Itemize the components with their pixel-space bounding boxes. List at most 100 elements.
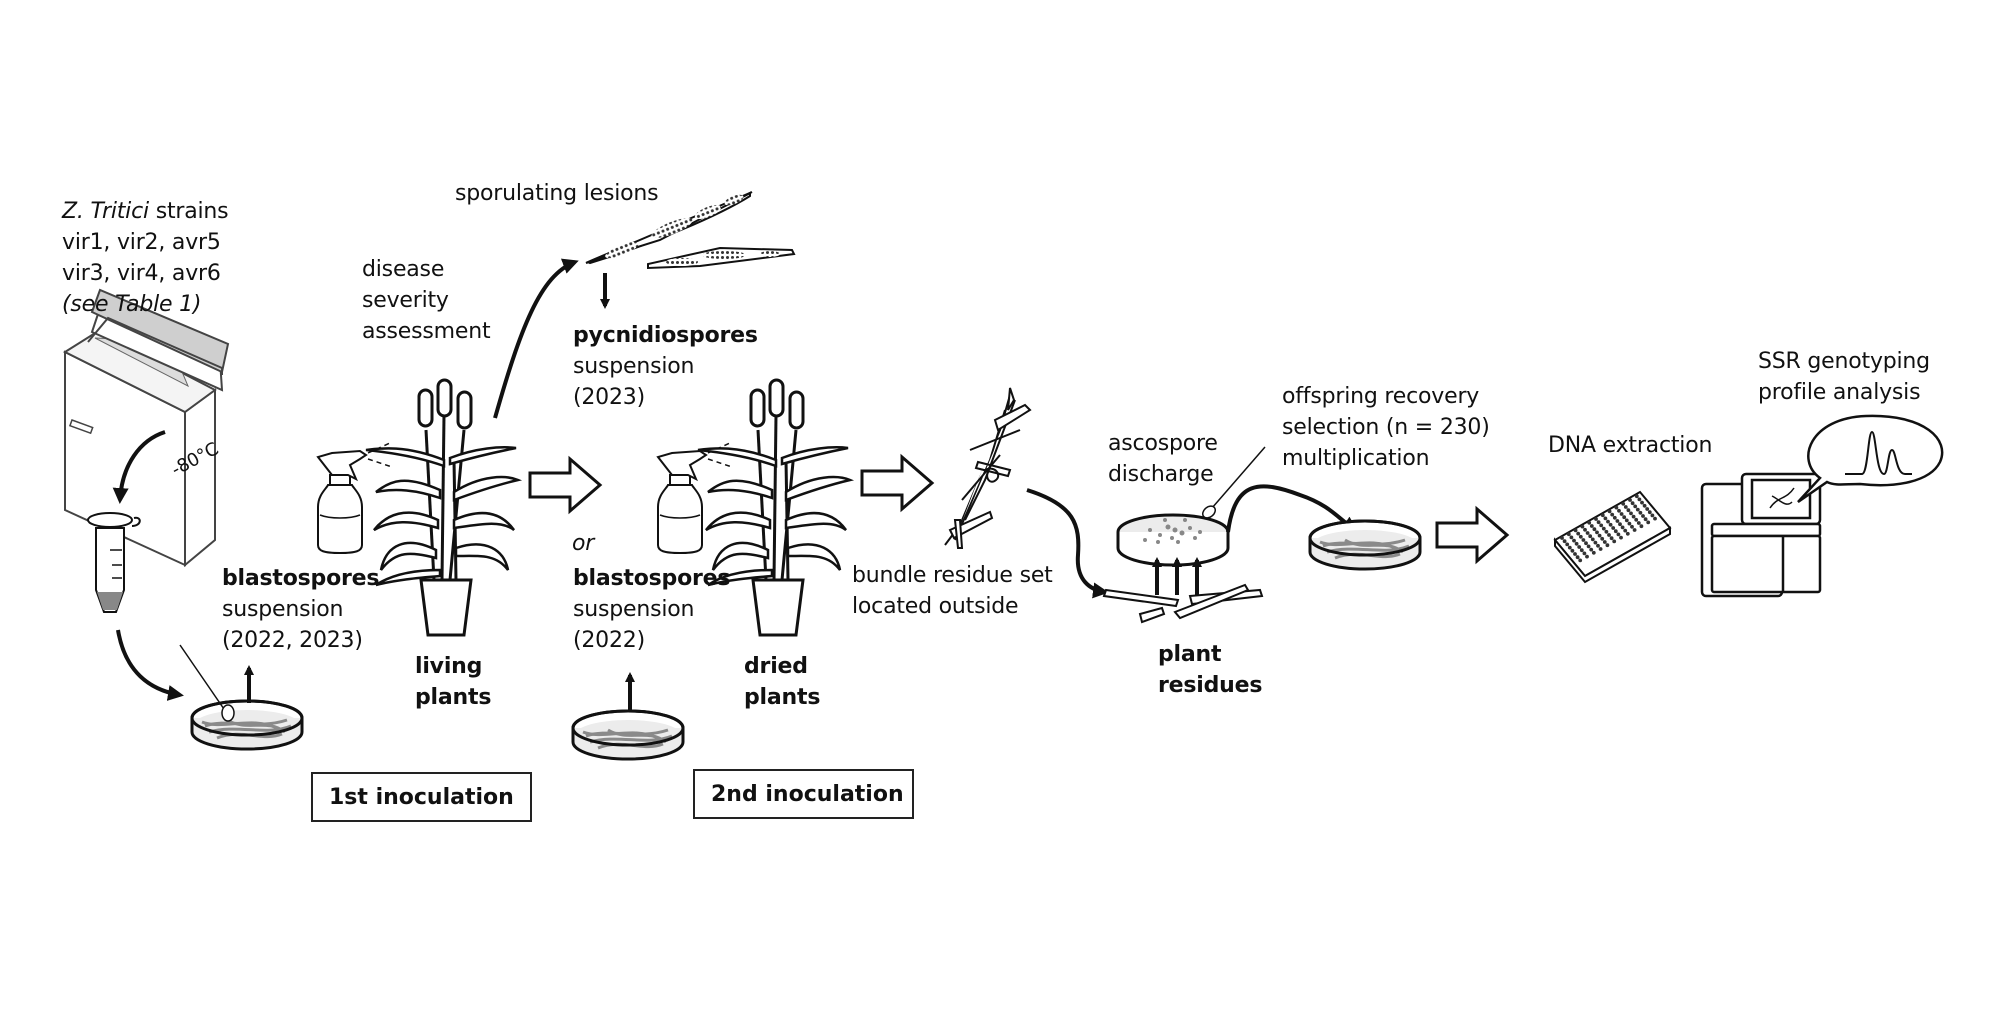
wheat-plant-icon — [364, 378, 520, 637]
inoculation-loop-icon — [179, 644, 227, 713]
blastospores-1-label: blastospores suspension (2022, 2023) — [222, 566, 380, 653]
well — [1584, 541, 1588, 546]
well — [1619, 512, 1624, 516]
well — [1626, 508, 1631, 513]
well — [1635, 507, 1640, 512]
well — [1578, 558, 1583, 563]
residue-bundle-icon — [944, 387, 1032, 549]
well — [1636, 521, 1641, 525]
well — [1590, 537, 1595, 542]
disease-assessment-label: disease severity assessment — [362, 257, 491, 344]
well — [1577, 545, 1582, 549]
plant-to-lesions-arrow — [493, 258, 579, 419]
well — [1623, 505, 1628, 509]
well — [1645, 507, 1650, 511]
well — [1609, 536, 1614, 541]
well — [1618, 522, 1622, 527]
well — [1576, 531, 1581, 536]
well — [1566, 532, 1571, 537]
well — [1603, 516, 1608, 521]
well — [1589, 524, 1594, 528]
well — [1604, 529, 1609, 534]
well — [1610, 512, 1615, 517]
well — [1615, 519, 1620, 523]
well — [1634, 517, 1639, 522]
spray-bottle-icon — [317, 442, 393, 554]
well — [1617, 508, 1621, 513]
well — [1614, 505, 1619, 510]
ascospore-petri-icon — [1116, 513, 1230, 567]
well — [1567, 545, 1572, 550]
well — [1596, 520, 1601, 525]
well — [1621, 501, 1626, 506]
well — [1569, 535, 1574, 540]
inoculation-loop-icon — [1211, 446, 1266, 509]
well — [1638, 510, 1643, 515]
well — [1562, 539, 1567, 544]
block-arrow-icon — [528, 457, 602, 513]
ascospore-discharge-label: ascospore discharge — [1108, 431, 1218, 487]
well — [1612, 539, 1617, 544]
sequencer-icon — [1700, 472, 1822, 598]
well — [1597, 533, 1602, 538]
spray-bottle-icon — [657, 442, 733, 554]
well — [1605, 543, 1610, 548]
well — [1650, 513, 1655, 518]
well — [1580, 524, 1585, 529]
ssr-genotyping-label: SSR genotyping profile analysis — [1758, 349, 1930, 405]
well — [1632, 528, 1637, 532]
tube-icon — [87, 512, 141, 613]
well — [1585, 531, 1590, 535]
well — [1598, 547, 1603, 551]
well — [1594, 517, 1598, 521]
well — [1630, 524, 1634, 529]
well — [1640, 500, 1644, 505]
bundle-to-residues-arrow — [1026, 488, 1109, 599]
well — [1589, 547, 1594, 552]
chromatogram-icon — [1797, 414, 1944, 504]
well — [1637, 497, 1642, 502]
tube-to-petri-arrow — [116, 629, 184, 701]
well — [1587, 520, 1592, 525]
well — [1595, 530, 1599, 535]
strains-label: Z. Tritici strains vir1, vir2, avr5 vir3… — [62, 199, 229, 317]
well — [1591, 550, 1596, 555]
well — [1622, 515, 1627, 520]
leaf-lesion-icon — [585, 191, 796, 270]
well — [1625, 531, 1630, 536]
dna-extraction-label: DNA extraction — [1548, 433, 1713, 458]
well — [1592, 527, 1597, 532]
or-label: or — [572, 531, 595, 556]
well — [1574, 541, 1579, 546]
well — [1639, 524, 1644, 529]
blastospores-2-label: blastospores suspension (2022) — [573, 566, 731, 653]
well — [1628, 498, 1632, 502]
well — [1602, 540, 1607, 544]
freezer-icon — [62, 288, 230, 568]
offspring-recovery-label: offspring recovery selection (n = 230) m… — [1282, 384, 1490, 471]
well — [1601, 526, 1606, 531]
well — [1585, 554, 1589, 559]
well — [1578, 534, 1583, 539]
petri-dish-icon — [1308, 519, 1422, 571]
well — [1596, 543, 1600, 548]
well — [1641, 514, 1645, 518]
sporulating-lesions-label: sporulating lesions — [455, 181, 659, 206]
well — [1607, 533, 1611, 537]
well — [1608, 522, 1613, 527]
well — [1623, 528, 1628, 533]
plant-residues-label: plant residues — [1158, 642, 1263, 698]
well — [1606, 519, 1610, 524]
well — [1613, 529, 1618, 534]
well — [1572, 538, 1576, 543]
well — [1583, 527, 1587, 532]
well — [1570, 548, 1575, 553]
well — [1631, 514, 1636, 519]
well — [1633, 504, 1638, 509]
well — [1630, 501, 1635, 506]
well — [1612, 515, 1617, 520]
well — [1599, 523, 1604, 528]
living-plants-label: living plants — [415, 654, 492, 710]
well — [1634, 494, 1639, 499]
well — [1642, 503, 1647, 508]
